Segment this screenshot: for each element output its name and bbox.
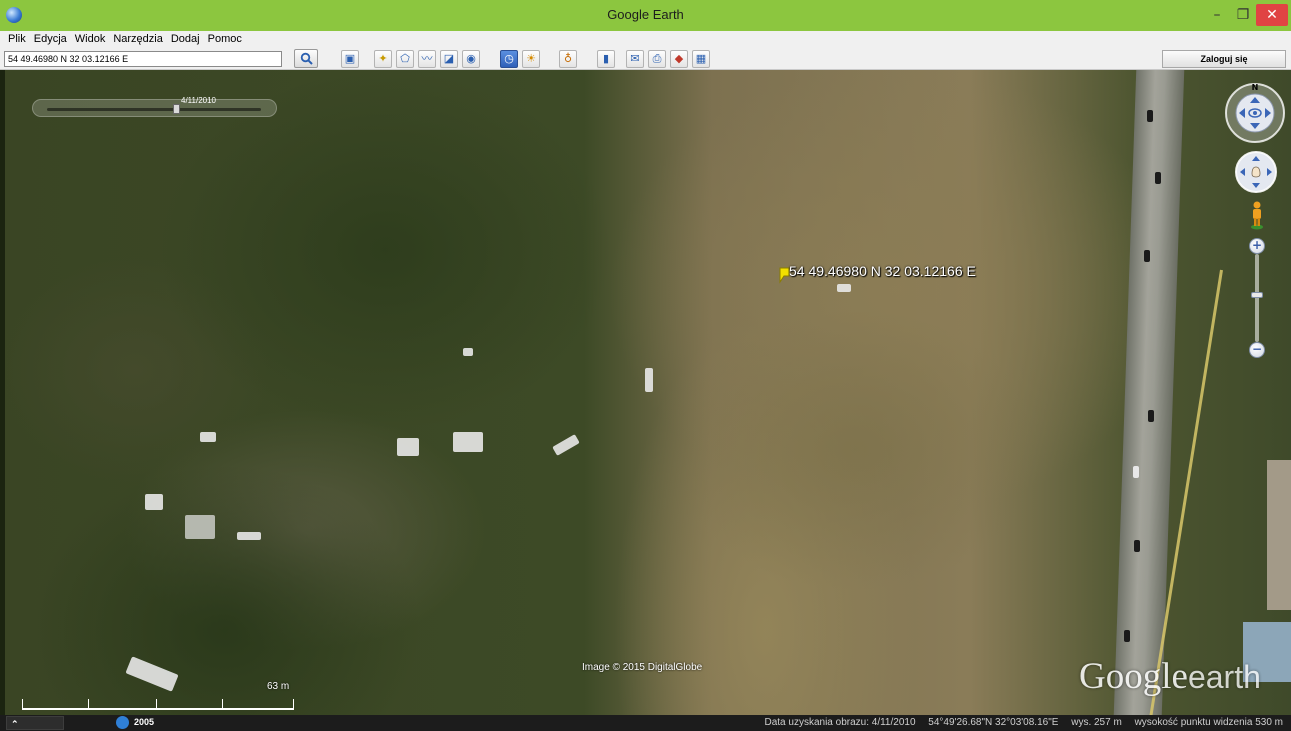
sign-in-button[interactable]: Zaloguj się: [1162, 50, 1286, 68]
historical-imagery-clock-icon[interactable]: [116, 716, 129, 729]
sunlight-icon[interactable]: ☀: [522, 50, 540, 68]
look-around-control[interactable]: N: [1224, 82, 1286, 144]
debris: [463, 348, 473, 356]
menu-help[interactable]: Pomoc: [207, 33, 242, 45]
car: [1134, 540, 1140, 552]
save-image-icon[interactable]: ▦: [692, 50, 710, 68]
close-button[interactable]: ✕: [1256, 4, 1288, 26]
minimize-button[interactable]: –: [1213, 7, 1221, 23]
search-button[interactable]: [294, 49, 318, 68]
building: [1267, 460, 1291, 610]
record-tour-icon[interactable]: ◉: [462, 50, 480, 68]
scale-tick: [22, 699, 23, 710]
debris: [125, 656, 179, 692]
debris: [185, 515, 215, 539]
google-earth-logo: Googleearth: [1079, 655, 1261, 698]
debris: [645, 368, 653, 392]
scale-tick: [88, 699, 89, 710]
map-view[interactable]: 4/11/2010 54 49.46980 N 32 03.12166 E Im…: [5, 70, 1291, 715]
menu-bar: Plik Edycja Widok Narzędzia Dodaj Pomoc: [0, 31, 1291, 48]
car: [1155, 172, 1161, 184]
debris: [837, 284, 851, 292]
elevation: wys. 257 m: [1071, 717, 1122, 728]
add-path-icon[interactable]: 〰: [418, 50, 436, 68]
scale-legend: 63 m: [22, 681, 294, 714]
road: [1113, 70, 1185, 715]
email-icon[interactable]: ✉: [626, 50, 644, 68]
zoom-track: [1255, 254, 1259, 342]
compass-north-label: N: [1252, 83, 1259, 92]
menu-view[interactable]: Widok: [74, 33, 106, 45]
debris: [453, 432, 483, 452]
zoom-thumb[interactable]: [1251, 292, 1263, 298]
placemark-label[interactable]: 54 49.46980 N 32 03.12166 E: [789, 263, 976, 279]
status-bar: ⌃ Przewodnik 2005 Data uzyskania obrazu:…: [0, 715, 1291, 731]
scale-tick: [156, 699, 157, 710]
imagery-copyright: Image © 2015 DigitalGlobe: [582, 662, 703, 673]
logo-google: Google: [1079, 656, 1188, 697]
add-image-overlay-icon[interactable]: ◪: [440, 50, 458, 68]
zoom-slider[interactable]: + −: [1248, 238, 1266, 362]
google-earth-app-icon: [6, 7, 22, 23]
move-control[interactable]: [1234, 150, 1278, 194]
debris: [145, 494, 163, 510]
imagery-date: Data uzyskania obrazu: 4/11/2010: [764, 717, 916, 728]
menu-edit[interactable]: Edycja: [33, 33, 67, 45]
car: [1133, 466, 1139, 478]
scale-tick: [222, 699, 223, 710]
logo-earth: earth: [1187, 659, 1261, 695]
menu-tools[interactable]: Narzędzia: [113, 33, 163, 45]
menu-add[interactable]: Dodaj: [170, 33, 200, 45]
switch-to-sky-icon[interactable]: ♁: [559, 50, 577, 68]
zoom-in-button[interactable]: +: [1249, 238, 1265, 254]
window-title: Google Earth: [607, 7, 684, 22]
historical-imagery-slider[interactable]: 4/11/2010: [32, 96, 277, 117]
add-polygon-icon[interactable]: ⬠: [396, 50, 414, 68]
debris: [552, 434, 580, 456]
historical-imagery-icon[interactable]: ◷: [500, 50, 518, 68]
eye-altitude: wysokość punktu widzenia 530 m: [1134, 717, 1283, 728]
tour-guide-button[interactable]: ⌃ Przewodnik: [6, 716, 64, 730]
scale-bar: [22, 708, 294, 710]
ruler-icon[interactable]: ▮: [597, 50, 615, 68]
debris: [397, 438, 419, 456]
car: [1144, 250, 1150, 262]
search-icon: [300, 52, 313, 65]
oldest-imagery-year[interactable]: 2005: [134, 717, 155, 727]
maximize-button[interactable]: ❐: [1236, 7, 1250, 23]
debris: [237, 532, 261, 540]
zoom-out-button[interactable]: −: [1249, 342, 1265, 358]
cursor-coordinates: 54°49'26.68"N 32°03'08.16"E: [928, 717, 1059, 728]
scale-label: 63 m: [267, 681, 290, 692]
timeline-track: [47, 108, 261, 111]
toolbar: ▣ ✦ ⬠ 〰 ◪ ◉ ◷ ☀ ♁ ▮ ✉ ⎙ ◆ ▦ Zaloguj się: [0, 48, 1291, 70]
placemark-pin-icon[interactable]: [777, 266, 791, 284]
car: [1148, 410, 1154, 422]
view-in-maps-icon[interactable]: ◆: [670, 50, 688, 68]
street-view-pegman-icon[interactable]: [1248, 200, 1266, 230]
title-bar: Google Earth – ❐ ✕: [0, 0, 1291, 31]
car: [1124, 630, 1130, 642]
timeline-date: 4/11/2010: [181, 96, 216, 105]
scale-tick: [293, 699, 294, 710]
print-icon[interactable]: ⎙: [648, 50, 666, 68]
debris: [200, 432, 216, 442]
menu-file[interactable]: Plik: [8, 33, 26, 45]
building: [1243, 622, 1291, 682]
sidebar-toggle-icon[interactable]: ▣: [341, 50, 359, 68]
timeline-handle[interactable]: [173, 104, 180, 114]
search-input[interactable]: [4, 51, 282, 67]
status-info: Data uzyskania obrazu: 4/11/2010 54°49'2…: [754, 717, 1283, 728]
add-placemark-icon[interactable]: ✦: [374, 50, 392, 68]
car: [1147, 110, 1153, 122]
